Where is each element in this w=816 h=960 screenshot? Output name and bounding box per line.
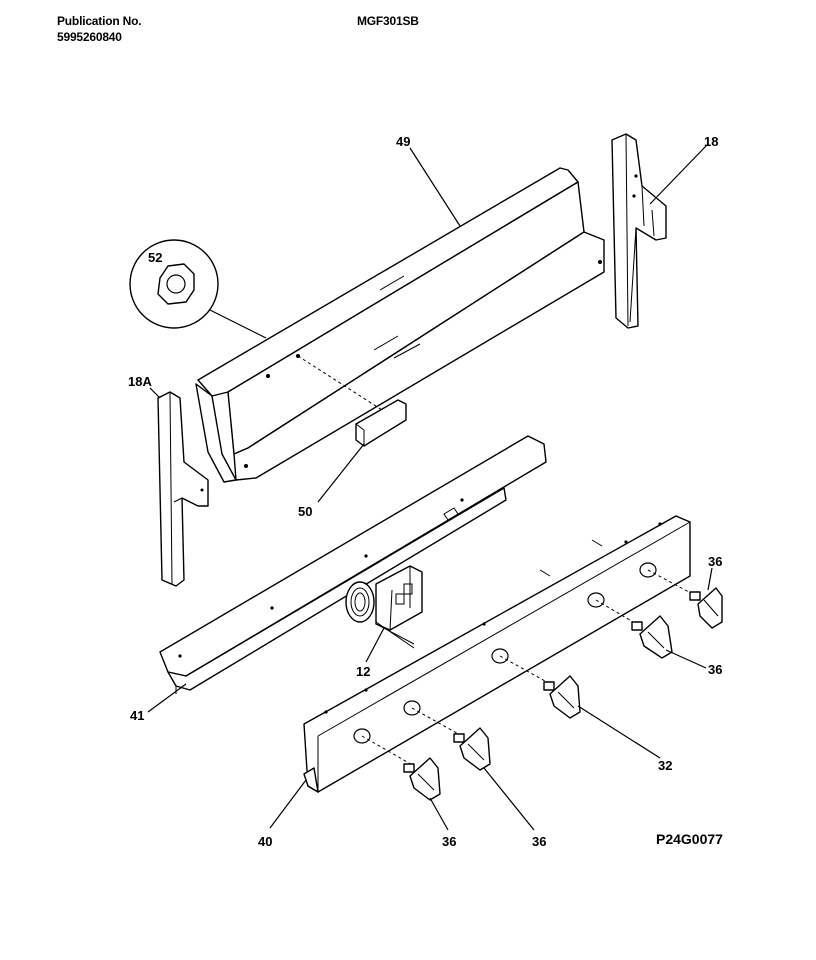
leader-40 — [269, 779, 307, 829]
control-knob-bottom-left[interactable] — [403, 757, 441, 801]
figure-code: P24G0077 — [656, 831, 723, 847]
callout-36-bc: 36 — [532, 834, 546, 849]
callout-50: 50 — [298, 504, 312, 519]
leader-18a — [149, 387, 161, 399]
callout-12: 12 — [356, 664, 370, 679]
control-knob-bottom-center[interactable] — [453, 727, 491, 771]
nut-inset-part[interactable] — [129, 239, 219, 329]
manifold-bracket-part[interactable] — [159, 435, 547, 694]
callout-18: 18 — [704, 134, 718, 149]
leader-36-bl — [429, 797, 449, 831]
control-knob-center[interactable] — [543, 675, 581, 719]
control-knob-top-right[interactable] — [689, 587, 723, 629]
callout-32: 32 — [658, 758, 672, 773]
callout-36-bl: 36 — [442, 834, 456, 849]
leader-49 — [409, 147, 461, 227]
right-end-cap-part[interactable] — [611, 133, 667, 329]
leader-36-mid — [665, 649, 707, 669]
left-end-cap-part[interactable] — [157, 391, 209, 587]
publication-number: 5995260840 — [57, 30, 122, 44]
callout-36-top: 36 — [708, 554, 722, 569]
control-knob-mid-right[interactable] — [631, 615, 673, 659]
callout-36-mid: 36 — [708, 662, 722, 677]
callout-40: 40 — [258, 834, 272, 849]
callout-52: 52 — [148, 250, 162, 265]
publication-label: Publication No. — [57, 14, 142, 28]
clip-part[interactable] — [355, 399, 407, 447]
leader-36-top — [707, 567, 713, 591]
clock-timer-part[interactable] — [345, 565, 423, 649]
leader-32 — [577, 705, 661, 759]
leader-50 — [317, 443, 365, 503]
model-number: MGF301SB — [357, 14, 419, 28]
callout-41: 41 — [130, 708, 144, 723]
control-panel-back-part[interactable] — [195, 167, 605, 483]
callout-49: 49 — [396, 134, 410, 149]
leader-52 — [209, 309, 267, 339]
leader-41 — [147, 683, 187, 713]
leader-36-bc — [483, 767, 535, 831]
callout-18a: 18A — [128, 374, 152, 389]
leader-18 — [649, 145, 707, 205]
leader-12 — [365, 627, 385, 663]
